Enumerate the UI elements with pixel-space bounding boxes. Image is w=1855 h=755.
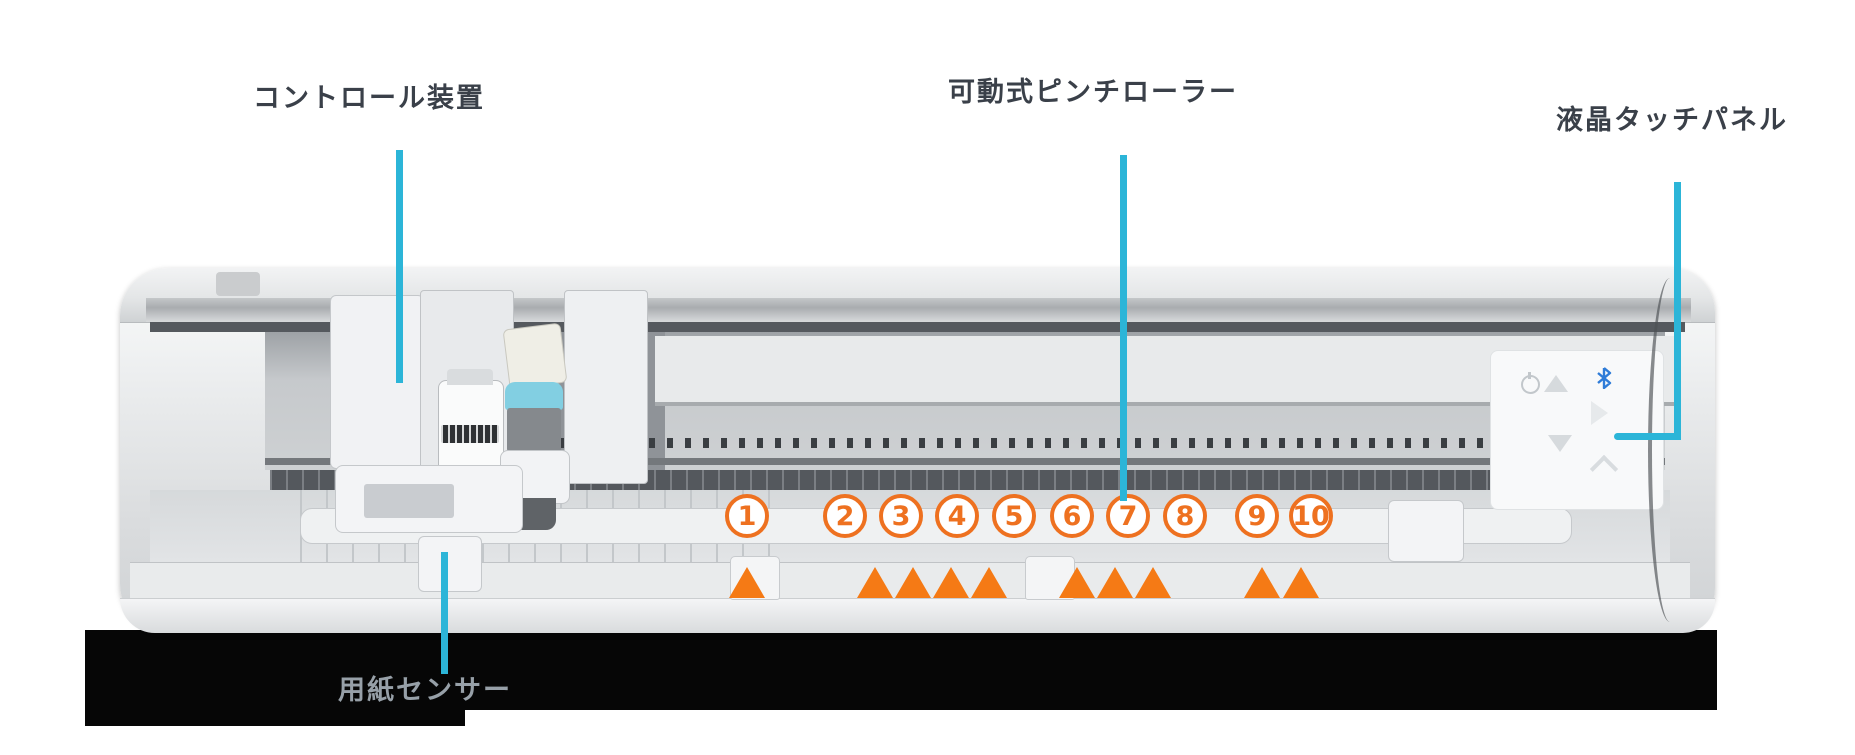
carriage-cover: [564, 290, 648, 484]
roller-position-number: 1: [725, 494, 769, 538]
tool-holder-2-cap: [505, 382, 563, 410]
roller-position-marker: [1097, 567, 1133, 598]
blade-ratchet-dial: [441, 425, 499, 443]
roller-position-marker: [971, 567, 1007, 598]
roller-position-number: 8: [1163, 494, 1207, 538]
machine-base: [120, 598, 1715, 633]
cutting-machine: [120, 268, 1715, 633]
grit-tick-strip: [415, 438, 1665, 448]
label-tool-carriage: コントロール装置: [253, 83, 485, 114]
media-clamp-plate: [335, 465, 523, 533]
lid-notch: [216, 272, 260, 296]
roller-position-number: 9: [1235, 494, 1279, 538]
roller-position-number: 6: [1050, 494, 1094, 538]
media-guide-right: [1388, 500, 1464, 562]
right-edge-seam: [1648, 278, 1692, 622]
power-icon: [1521, 372, 1540, 394]
roller-position-number: 5: [992, 494, 1036, 538]
roller-position-number: 2: [823, 494, 867, 538]
roller-position-number: 7: [1106, 494, 1150, 538]
roller-position-marker: [895, 567, 931, 598]
label-pinch-roller: 可動式ピンチローラー: [948, 77, 1238, 108]
callout-line-touch-panel-vertical: [1674, 182, 1681, 440]
media-guide-left: [418, 536, 482, 592]
tool-holder-2-body: [507, 408, 561, 452]
media-clamp-slot: [364, 484, 454, 518]
roller-position-number: 3: [879, 494, 923, 538]
callout-line-touch-panel-horizontal: [1614, 433, 1681, 440]
label-touch-panel: 液晶タッチパネル: [1556, 105, 1788, 136]
label-media-sensor: 用紙センサー: [338, 675, 512, 706]
callout-line-pinch-roller: [1120, 155, 1127, 501]
chevron-up-icon: [1589, 454, 1619, 484]
ground-shadow-left: [85, 630, 465, 726]
roller-position-marker: [729, 567, 765, 598]
roller-position-marker: [1283, 567, 1319, 598]
roller-position-marker: [933, 567, 969, 598]
roller-position-marker: [1059, 567, 1095, 598]
arrow-up-icon: [1544, 375, 1568, 392]
rail-groove: [265, 458, 1665, 465]
roller-position-marker: [857, 567, 893, 598]
arrow-down-icon: [1548, 435, 1572, 452]
carriage-bracket: [330, 295, 424, 469]
touch-panel: [1490, 350, 1664, 510]
blade-cap: [447, 369, 493, 385]
roller-position-marker: [1244, 567, 1280, 598]
bluetooth-icon: [1597, 367, 1612, 389]
roller-position-marker: [1135, 567, 1171, 598]
tool-holder-2-lever: [502, 322, 568, 390]
callout-line-tool-carriage: [396, 150, 403, 383]
arrow-right-icon: [1591, 401, 1608, 425]
roller-position-number: 10: [1289, 494, 1333, 538]
lid-gap: [150, 322, 1685, 332]
roller-position-number: 4: [935, 494, 979, 538]
callout-line-media-sensor: [441, 552, 448, 674]
